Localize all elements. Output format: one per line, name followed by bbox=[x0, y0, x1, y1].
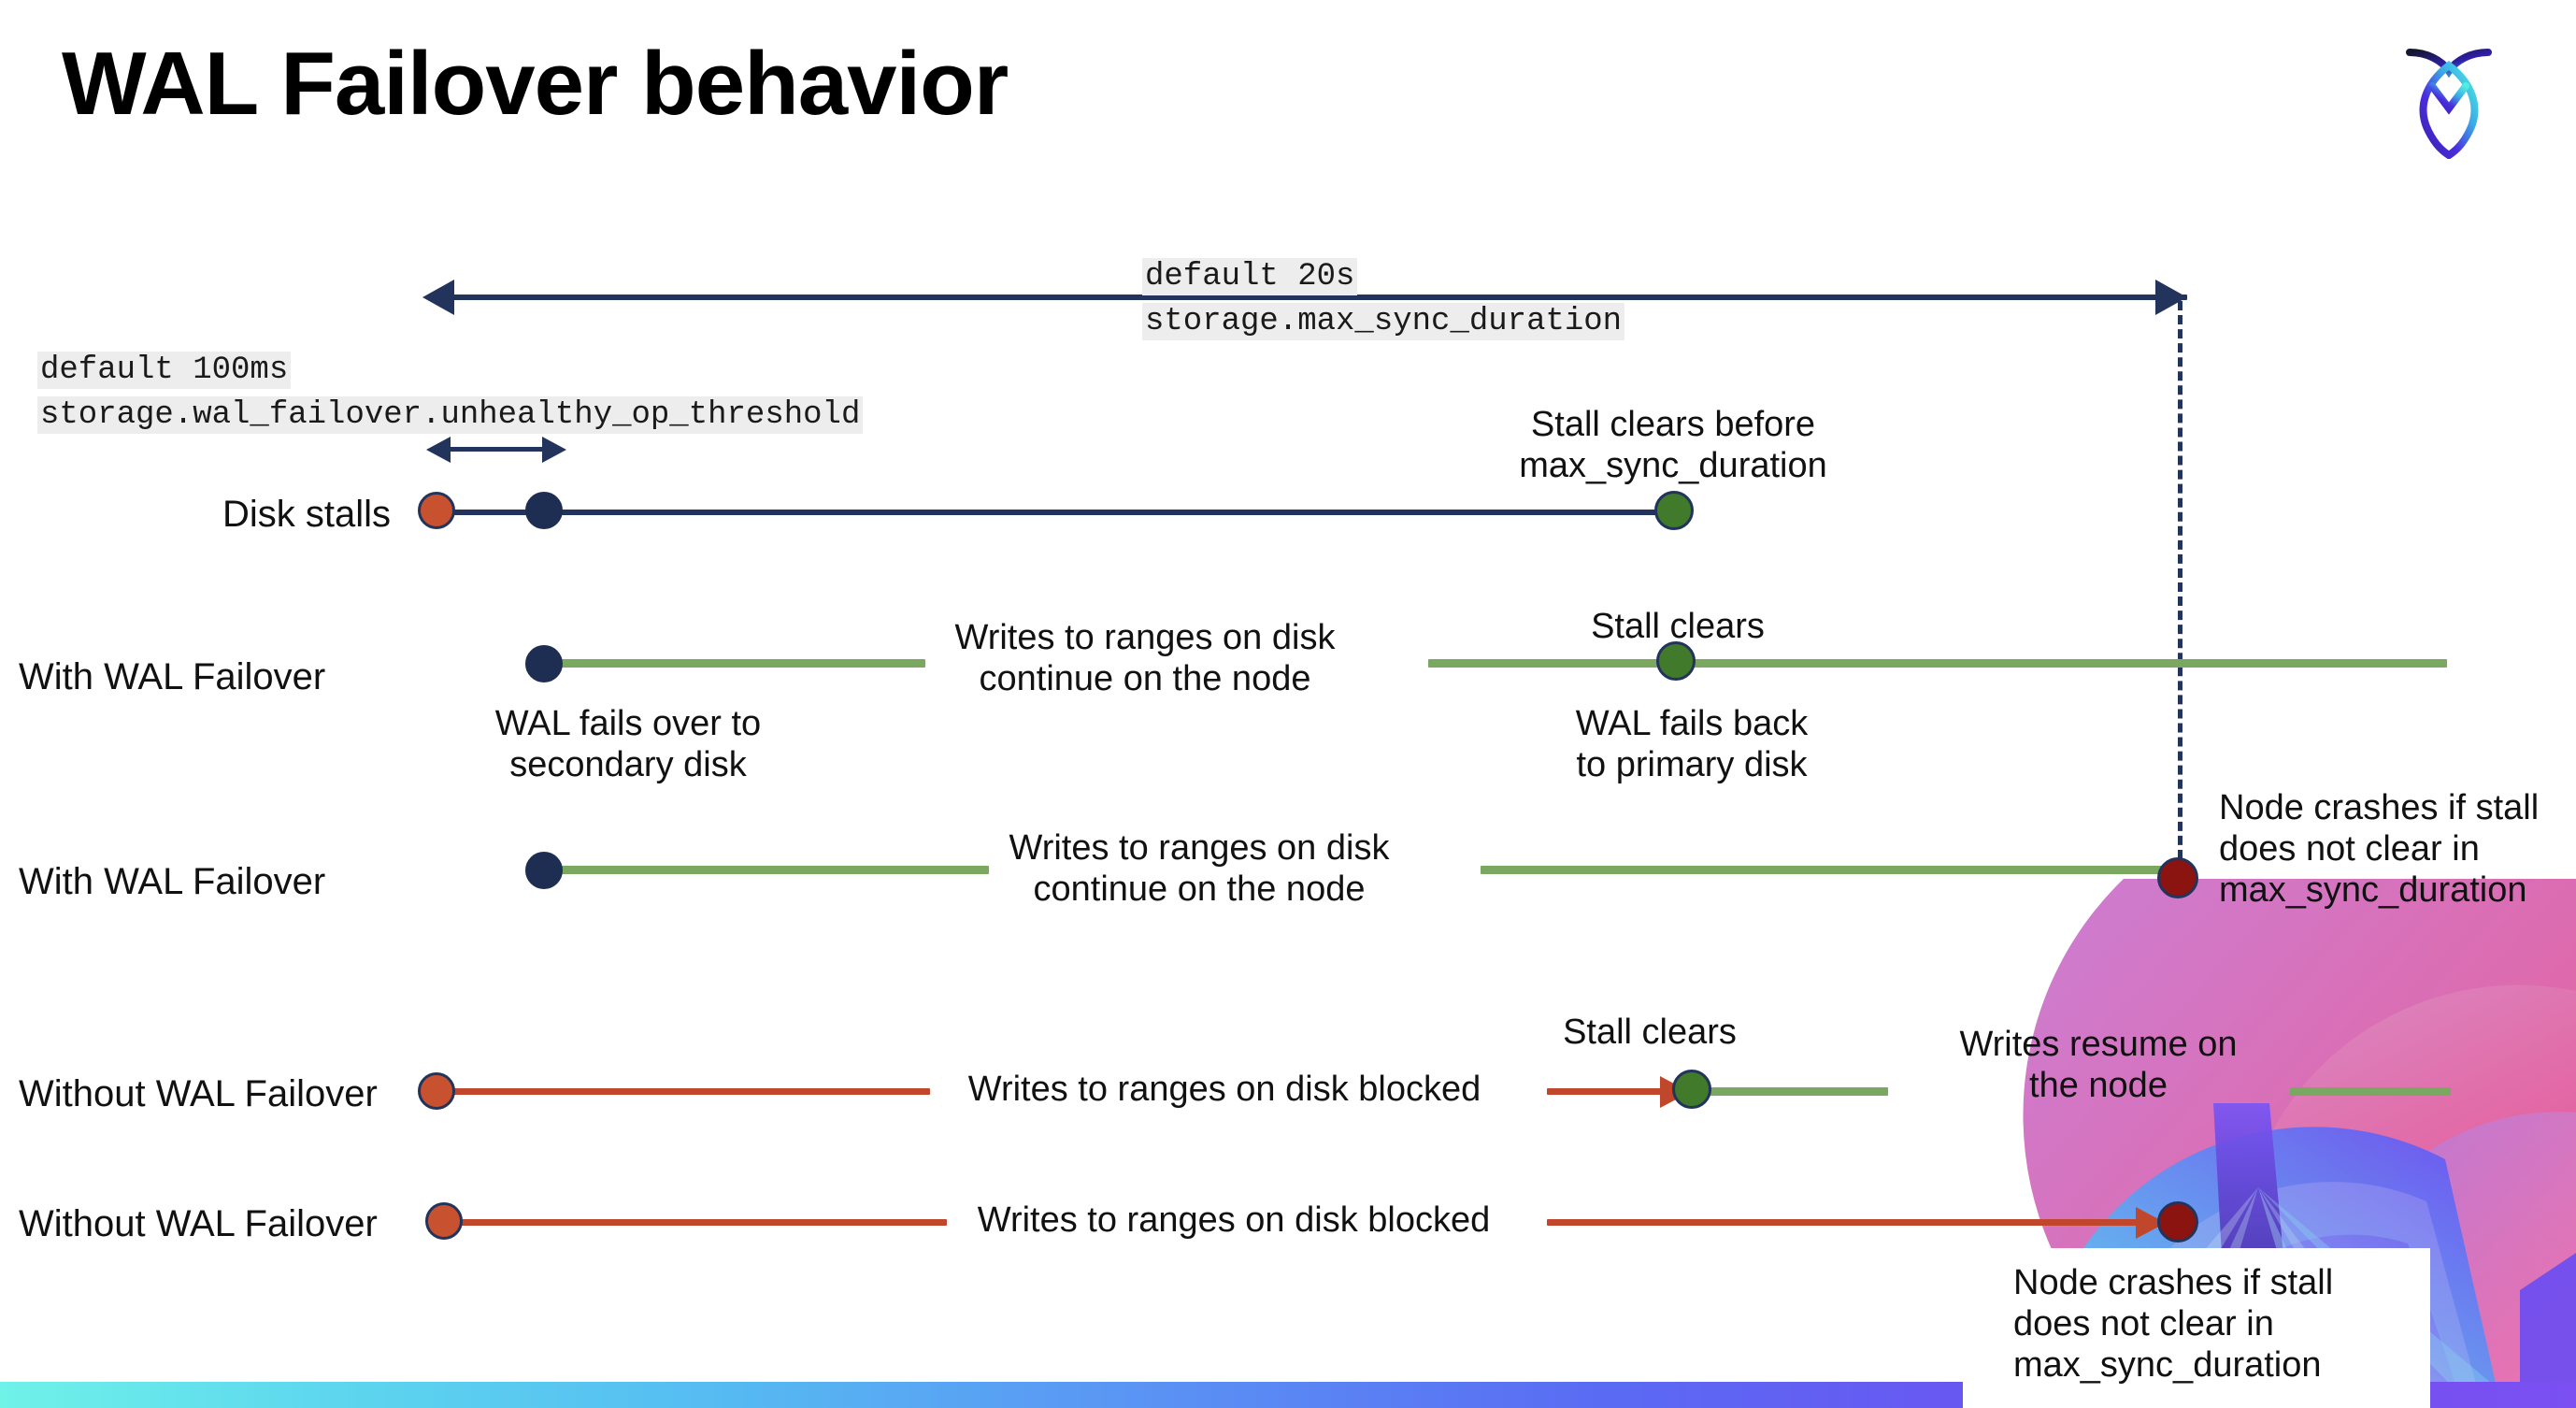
disk-stalls-timeline bbox=[439, 510, 1677, 515]
unhealthy-op-threshold-default: default 100ms bbox=[37, 352, 292, 389]
without-wal-failover-1-stall-start-dot bbox=[418, 1072, 455, 1110]
annotation-node-crashes-2: Node crashes if stall does not clear in … bbox=[2013, 1263, 2334, 1386]
without-wal-failover-1-stall-clear-dot bbox=[1672, 1070, 1711, 1109]
with-wal-failover-1-segment-b bbox=[1428, 659, 2447, 668]
disk-stall-start-dot bbox=[418, 492, 455, 529]
cockroachdb-logo bbox=[2383, 28, 2514, 160]
disk-stalls-stall-clear-dot bbox=[1654, 491, 1694, 530]
with-wal-failover-1-stall-clear-dot bbox=[1656, 641, 1696, 681]
max-sync-duration-span-line bbox=[447, 295, 2187, 300]
without-wal-failover-1-segment-b bbox=[1547, 1088, 1682, 1095]
unhealthy-op-threshold-arrow-right bbox=[542, 437, 566, 463]
annotation-stall-clears-before-max-sync: Stall clears before max_sync_duration bbox=[1519, 405, 1827, 486]
max-sync-duration-callout: default 20s storage.max_sync_duration bbox=[1142, 254, 1625, 345]
annotation-stall-clears-2: Stall clears bbox=[1563, 1013, 1737, 1052]
with-wal-failover-1-segment-a bbox=[551, 659, 925, 668]
annotation-writes-continue-1: Writes to ranges on disk continue on the… bbox=[954, 618, 1336, 699]
page-title: WAL Failover behavior bbox=[62, 34, 1009, 134]
annotation-wal-fails-over: WAL fails over to secondary disk bbox=[494, 704, 762, 785]
disk-stalls-failover-dot bbox=[525, 492, 563, 529]
without-wal-failover-2-segment-a bbox=[447, 1219, 947, 1226]
without-wal-failover-2-segment-b bbox=[1547, 1219, 2159, 1226]
unhealthy-op-threshold-span-line bbox=[447, 447, 550, 452]
max-sync-duration-default: default 20s bbox=[1142, 258, 1358, 295]
annotation-writes-continue-2: Writes to ranges on disk continue on the… bbox=[1009, 828, 1390, 910]
annotation-writes-blocked-1: Writes to ranges on disk blocked bbox=[967, 1070, 1481, 1109]
without-wal-failover-1-segment-d bbox=[2290, 1087, 2451, 1096]
without-wal-failover-2-stall-start-dot bbox=[425, 1202, 463, 1240]
row-label-disk-stalls: Disk stalls bbox=[222, 494, 392, 535]
row-label-with-wal-failover-2: With WAL Failover bbox=[19, 861, 326, 902]
annotation-node-crashes-1: Node crashes if stall does not clear in … bbox=[2219, 788, 2540, 911]
without-wal-failover-2-node-crash-dot bbox=[2157, 1201, 2198, 1243]
row-label-without-wal-failover-2: Without WAL Failover bbox=[19, 1203, 378, 1244]
max-sync-duration-setting: storage.max_sync_duration bbox=[1142, 303, 1625, 341]
with-wal-failover-2-segment-a bbox=[551, 866, 989, 874]
without-wal-failover-1-segment-a bbox=[439, 1088, 930, 1095]
annotation-writes-resume: Writes resume on the node bbox=[1959, 1025, 2238, 1106]
max-sync-duration-arrow-left bbox=[422, 280, 454, 315]
max-sync-duration-dashed-connector bbox=[2178, 301, 2182, 873]
annotation-wal-fails-back: WAL fails back to primary disk bbox=[1575, 704, 1809, 785]
without-wal-failover-1-segment-c bbox=[1701, 1087, 1888, 1096]
unhealthy-op-threshold-callout: default 100ms storage.wal_failover.unhea… bbox=[37, 348, 864, 438]
annotation-stall-clears-1: Stall clears bbox=[1591, 607, 1765, 646]
annotation-writes-blocked-2: Writes to ranges on disk blocked bbox=[977, 1200, 1491, 1240]
node-crash-callout-box bbox=[1963, 1248, 2430, 1408]
row-label-without-wal-failover-1: Without WAL Failover bbox=[19, 1073, 378, 1114]
row-label-with-wal-failover-1: With WAL Failover bbox=[19, 656, 326, 697]
unhealthy-op-threshold-arrow-left bbox=[426, 437, 451, 463]
with-wal-failover-2-node-crash-dot bbox=[2157, 857, 2198, 898]
with-wal-failover-2-failover-dot bbox=[525, 852, 563, 889]
with-wal-failover-2-segment-b bbox=[1481, 866, 2172, 874]
with-wal-failover-1-failover-dot bbox=[525, 645, 563, 682]
unhealthy-op-threshold-setting: storage.wal_failover.unhealthy_op_thresh… bbox=[37, 396, 864, 435]
